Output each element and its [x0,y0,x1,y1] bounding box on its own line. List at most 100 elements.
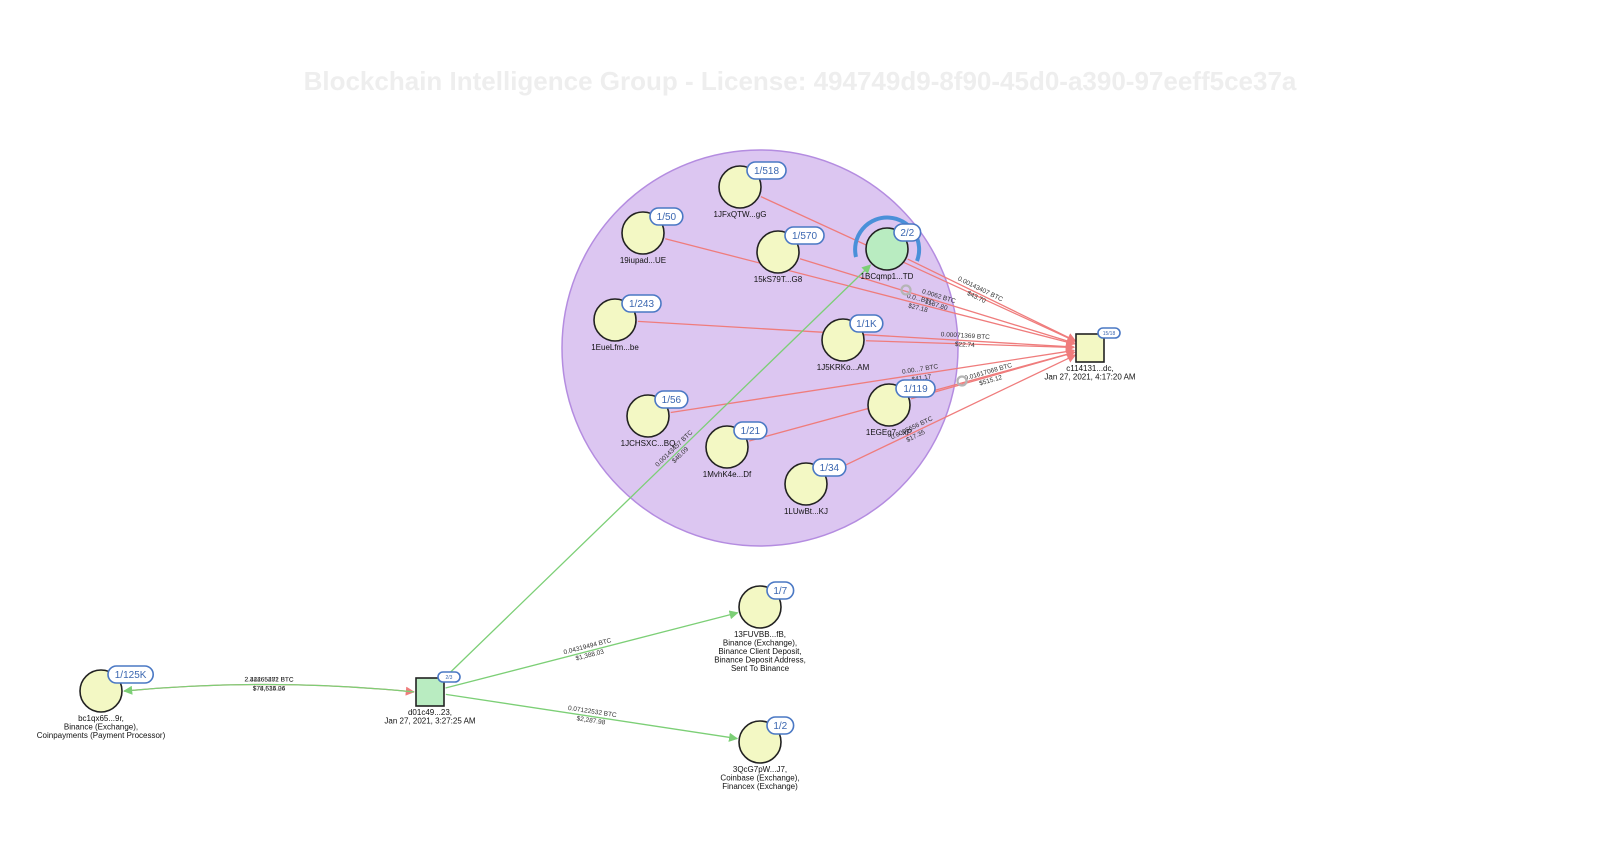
badge-count: 1/125K [115,670,147,681]
edge-t2-a12[interactable] [445,610,739,689]
badge-count: 1/21 [741,426,761,437]
address-node-a5[interactable]: 1/243 1EueLfm...be [591,294,662,352]
edge-t2-a11[interactable] [123,683,415,695]
node-label: 1LUwBt...KJ [784,507,828,516]
node-label: 15kS79T...G8 [754,275,803,284]
node-label: Financex (Exchange) [722,782,798,791]
address-node-a7[interactable]: 1/119 1EGEg7...xP [866,379,936,437]
edge-t2-a4[interactable] [441,264,872,682]
address-node-a2[interactable]: 1/50 19iupad...UE [620,207,684,265]
node-label: 1BCqmp1...TD [861,272,914,281]
edge-usd-amount: $2,287.98 [576,715,606,726]
edge-a4-t1[interactable] [907,258,1077,342]
node-label: Binance (Exchange), [723,639,797,648]
edge-usd-amount: $22.74 [955,341,976,349]
license-watermark: Blockchain Intelligence Group - License:… [303,66,1297,96]
node-label: Coinpayments (Payment Processor) [37,731,166,740]
node-badge[interactable]: 1/21 [733,421,768,440]
badge-count: 1/119 [903,384,928,395]
node-label: 13FUVBB...fB, [734,630,786,639]
node-badge[interactable]: 1/34 [812,458,847,477]
edge-t2-a13[interactable] [445,693,739,742]
edge-a1-t1[interactable] [760,196,1077,343]
node-label: c114131...dc, [1066,364,1113,373]
edge-btc-amount: 0.00071369 BTC [941,331,991,341]
edge-btc-amount: 2.44465201 BTC [244,676,293,683]
node-label: Coinbase (Exchange), [720,774,799,783]
edge-usd-amount: $41.17 [911,373,932,383]
address-node-a8[interactable]: 1/56 1JCHSXC...BQ [621,390,689,448]
badge-count: 1/50 [657,212,677,223]
transaction-node-t2[interactable]: 2/3 d01c49...23,Jan 27, 2021, 3:27:25 AM [384,671,476,726]
badge-count: 15/18 [1103,331,1116,337]
badge-count: 1/2 [773,721,787,732]
badge-count: 1/243 [629,299,654,310]
selection-ring [853,215,922,262]
edge-usd-amount: $27.18 [907,302,928,314]
badge-count: 1/7 [773,586,787,597]
edge-label-a11-t2: 2.44465201 BTC $78,534.24 [244,676,293,692]
address-node-a10[interactable]: 1/34 1LUwBt...KJ [784,458,847,516]
address-node-a1[interactable]: 1/518 1JFxQTW...gG [714,161,787,219]
address-node-a13[interactable]: 1/2 3QcG7pW...J7,Coinbase (Exchange),Fina… [720,716,800,791]
transaction-node-t1[interactable]: 15/18 c114131...dc,Jan 27, 2021, 4:17:20 … [1044,327,1136,382]
edge-a2-t1[interactable] [665,238,1076,347]
edge-bundle-icon [900,284,912,296]
address-node-a3[interactable]: 1/570 15kS79T...G8 [754,226,825,284]
edge-btc-amount: 2.32265472 BTC [244,676,293,683]
address-node-a6[interactable]: 1/1K 1J5KRKo...AM [817,314,884,372]
edge-label-a5-t1: 0.00071369 BTC$22.74 [941,331,991,349]
node-label: Binance Deposit Address, [714,656,806,665]
node-badge[interactable]: 1/125K [107,665,155,684]
address-node-a4[interactable]: 2/2 1BCqmp1...TD [853,215,922,281]
node-badge[interactable]: 1/570 [784,226,825,245]
badge-count: 1/518 [754,166,779,177]
node-label: 1EGEg7...xP [866,428,912,437]
node-badge[interactable]: 1/518 [746,161,787,180]
node-label: Binance Client Deposit, [718,647,801,656]
edge-usd-amount: $78,534.24 [253,685,286,692]
edge-bundle-icon [956,375,968,387]
node-badge[interactable]: 1/56 [654,390,689,409]
edge-a6-t1[interactable] [865,340,1075,352]
node-label: Jan 27, 2021, 4:17:20 AM [1044,373,1136,382]
node-label: 1JFxQTW...gG [714,210,767,219]
edge-usd-amount: $74,615.06 [253,685,286,692]
badge-count: 1/34 [820,463,840,474]
node-label: 1J5KRKo...AM [817,363,870,372]
address-node-a9[interactable]: 1/21 1MvhK4e...Df [703,421,768,479]
cluster-group[interactable] [561,149,959,547]
node-label: bc1qx65...9r, [78,714,124,723]
address-node-a11[interactable]: 1/125K bc1qx65...9r,Binance (Exchange),Co… [37,665,166,740]
node-badge[interactable]: 2/2 [893,223,922,242]
edge-a3-t1[interactable] [799,258,1076,346]
badge-count: 2/3 [446,675,453,681]
node-badge[interactable]: 15/18 [1097,327,1121,339]
badge-count: 1/1K [856,319,877,330]
node-label: 3QcG7pW...J7, [733,765,787,774]
node-label: Jan 27, 2021, 3:27:25 AM [384,717,476,726]
node-label: Binance (Exchange), [64,723,138,732]
node-label: 1MvhK4e...Df [703,470,752,479]
badge-count: 1/570 [792,231,817,242]
edge-a10-t1[interactable] [826,354,1077,475]
node-label: 1EueLfm...be [591,343,639,352]
badge-count: 1/56 [662,395,682,406]
edge-a8-t1[interactable] [670,347,1076,414]
badge-count: 2/2 [900,228,914,239]
node-badge[interactable]: 1/7 [766,581,795,600]
node-badge[interactable]: 1/243 [621,294,662,313]
node-label: 19iupad...UE [620,256,666,265]
node-badge[interactable]: 2/3 [437,671,461,683]
node-label: Sent To Binance [731,664,790,673]
transaction-square[interactable] [415,677,445,707]
node-label: d01c49...23, [408,708,452,717]
node-badge[interactable]: 1/1K [849,314,884,333]
node-badge[interactable]: 1/119 [895,379,936,398]
node-badge[interactable]: 1/2 [766,716,795,735]
transaction-square[interactable] [1075,333,1105,363]
node-label: 1JCHSXC...BQ [621,439,676,448]
node-badge[interactable]: 1/50 [649,207,684,226]
